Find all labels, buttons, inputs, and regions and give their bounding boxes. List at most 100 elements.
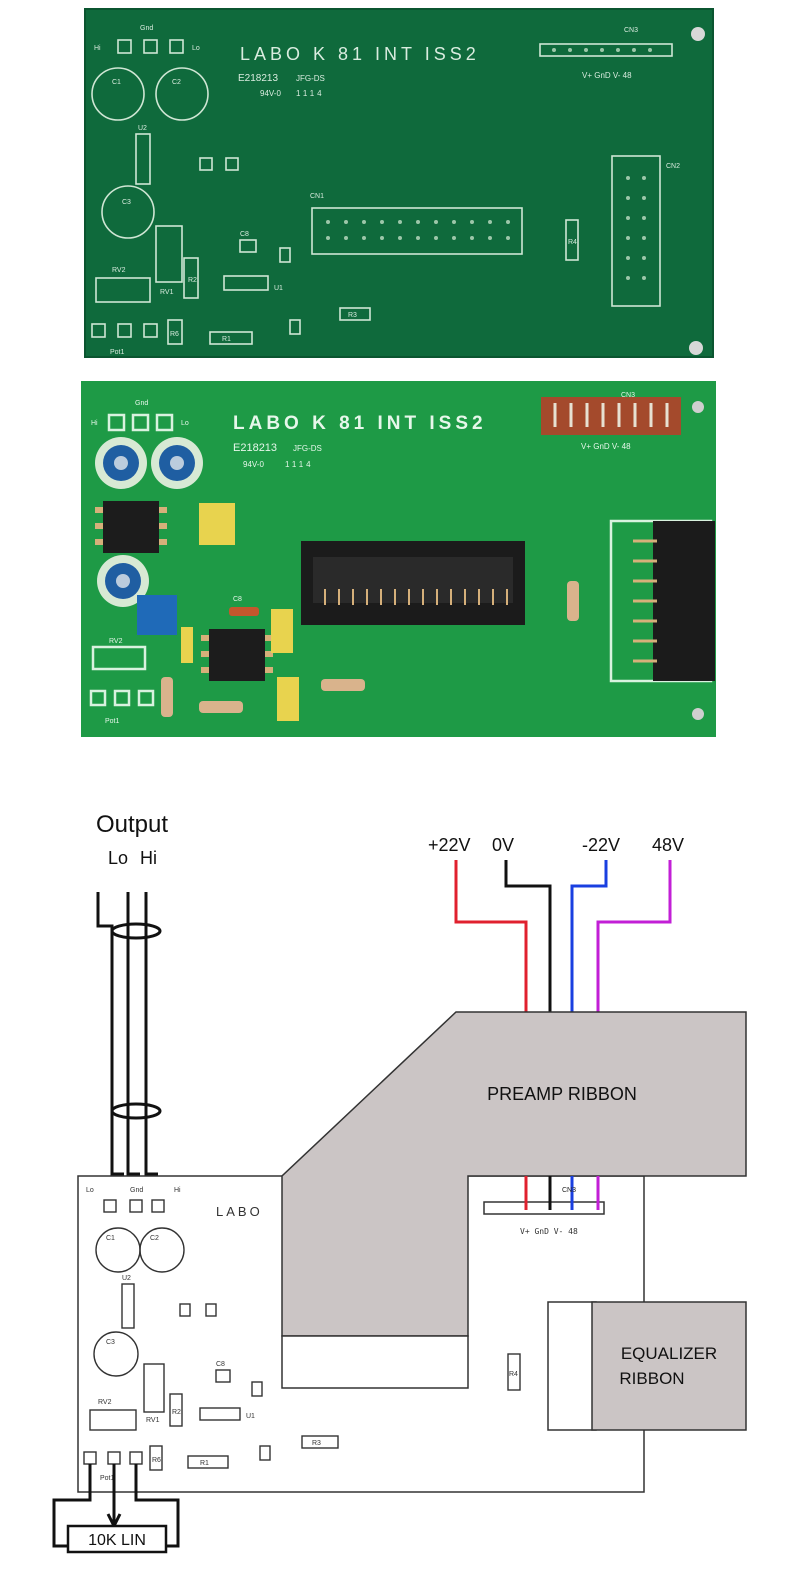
wire-0v [504,860,552,1012]
cn3-pin-labels: V+ GnD V- 48 [520,1227,578,1236]
svg-text:Hi: Hi [91,420,98,427]
svg-text:R1: R1 [222,336,231,343]
svg-text:CN2: CN2 [666,163,680,170]
svg-text:C2: C2 [150,1235,159,1242]
svg-text:Pot1: Pot1 [100,1475,115,1482]
wire-plus22v [454,860,528,1012]
capacitor-c2 [139,1227,185,1273]
svg-text:Hi: Hi [94,45,101,52]
svg-text:Pot1: Pot1 [105,718,120,725]
resistor [199,701,243,713]
svg-text:Gnd: Gnd [130,1187,143,1194]
capacitor-c8 [229,607,259,616]
output-hi-label: Hi [140,848,157,868]
svg-text:R2: R2 [172,1409,181,1416]
svg-text:C2: C2 [172,79,181,86]
svg-text:94V-0: 94V-0 [243,460,264,469]
capacitor [97,555,149,607]
svg-text:CN3: CN3 [562,1187,576,1194]
svg-text:RV1: RV1 [146,1417,160,1424]
resistor-r2 [169,1393,183,1427]
potentiometer-10k [66,1524,168,1554]
svg-text:R2: R2 [188,277,197,284]
populated-pcb-title: LABO K 81 INT ISS2 [233,413,487,434]
svg-text:R3: R3 [312,1440,321,1447]
resistor [161,677,173,717]
label-minus22v: -22V [582,835,620,855]
svg-text:JFG-DS: JFG-DS [293,444,322,453]
svg-text:Hi: Hi [174,1187,181,1194]
trimmer-rv1 [143,1363,165,1413]
svg-text:R4: R4 [509,1371,518,1378]
preamp-ribbon [281,1011,747,1337]
resistor [321,679,365,691]
svg-text:Lo: Lo [192,45,200,52]
resistor-r4 [507,1353,521,1391]
bare-pcb-photo: LABO K 81 INT ISS2 E218213 JFG-DS 94V-0 … [84,8,714,358]
capacitor-c3 [93,1331,139,1377]
svg-text:Lo: Lo [181,420,189,427]
svg-text:V+ GnD V- 48: V+ GnD V- 48 [581,442,631,451]
cn2-header [653,521,715,681]
svg-text:RV2: RV2 [109,638,123,645]
svg-text:1114: 1114 [296,89,325,98]
svg-text:Pot1: Pot1 [110,349,125,356]
capacitor-c8 [215,1369,231,1383]
label-plus22v: +22V [428,835,471,855]
ic-u2 [121,1283,135,1329]
svg-text:E218213: E218213 [233,442,277,454]
svg-text:C3: C3 [122,199,131,206]
mounting-hole [689,341,703,355]
capacitor [95,437,147,489]
svg-text:RV1: RV1 [160,289,174,296]
pad-hi [151,1199,165,1213]
cn3-header [541,397,681,435]
resistor-r6 [149,1445,163,1471]
output-cable [96,892,162,1196]
svg-text:C3: C3 [106,1339,115,1346]
equalizer-ribbon-label-1: EQUALIZER [621,1344,717,1363]
bare-pcb-code: E218213 [238,73,278,84]
output-lo-label: Lo [108,848,128,868]
equalizer-ribbon-label-2: RIBBON [619,1369,684,1388]
svg-text:1114: 1114 [285,460,314,469]
svg-text:Gnd: Gnd [135,400,148,407]
svg-text:Gnd: Gnd [140,25,153,32]
pad-lo [103,1199,117,1213]
preamp-ribbon-label: PREAMP RIBBON [487,1084,637,1104]
wire-48v [596,860,672,1012]
resistor-r3 [301,1435,339,1449]
capacitor [151,437,203,489]
film-capacitor [277,677,299,721]
svg-text:R6: R6 [152,1457,161,1464]
equalizer-ribbon [591,1301,747,1431]
svg-text:CN3: CN3 [624,27,638,34]
svg-text:Lo: Lo [86,1187,94,1194]
resistor-r1 [187,1455,229,1469]
svg-text:RV2: RV2 [112,267,126,274]
populated-pcb-photo: LABO K 81 INT ISS2 E218213 JFG-DS 94V-0 … [81,381,716,737]
ic-u2 [103,501,159,553]
svg-text:C8: C8 [233,596,242,603]
ic-u1 [209,629,265,681]
svg-text:U1: U1 [274,285,283,292]
svg-text:U1: U1 [246,1413,255,1420]
output-title: Output [96,811,168,838]
svg-text:R1: R1 [200,1460,209,1467]
pad-gnd [129,1199,143,1213]
mounting-hole [691,27,705,41]
svg-text:C1: C1 [106,1235,115,1242]
pot-label: 10K LIN [88,1532,146,1549]
cn3-outline [483,1201,605,1215]
svg-text:C8: C8 [240,231,249,238]
label-48v: 48V [652,835,684,855]
wiring-diagram: Output Lo Hi +22V 0V -22V 48V EQUALIZER … [52,811,747,1554]
svg-text:R6: R6 [170,331,179,338]
bare-pcb-board [84,8,714,358]
svg-text:C8: C8 [216,1361,225,1368]
svg-text:U2: U2 [138,125,147,132]
film-capacitor [271,609,293,653]
trimmer-rv2 [89,1409,137,1431]
svg-text:94V-0: 94V-0 [260,89,281,98]
label-0v: 0V [492,835,514,855]
